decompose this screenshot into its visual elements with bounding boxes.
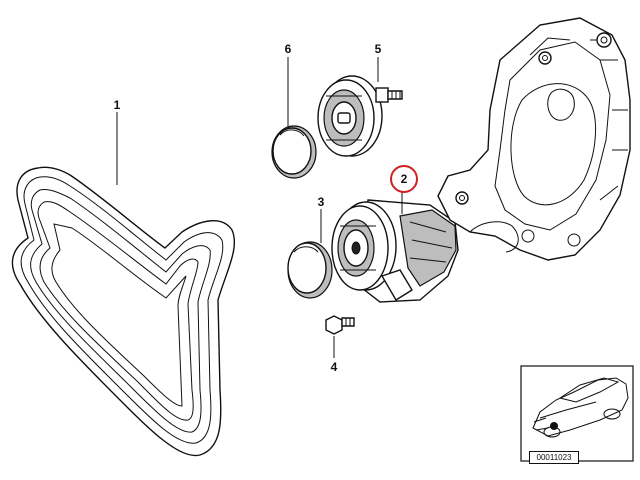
inset-code-label: 00011023 xyxy=(529,451,579,464)
leader-lines xyxy=(116,57,403,358)
highlight-ring xyxy=(390,165,418,193)
bolt-part xyxy=(325,315,355,335)
callout-label-1: 1 xyxy=(114,98,121,112)
belt-tensioner-part xyxy=(331,199,459,303)
callout-label-5: 5 xyxy=(375,42,382,56)
callout-label-2: 2 xyxy=(401,172,408,186)
drive-belt-part xyxy=(11,166,236,457)
engine-bracket-part xyxy=(437,17,631,261)
callout-1: 1 xyxy=(114,98,121,112)
idler-pulley-part xyxy=(317,75,403,157)
callout-2: 2 xyxy=(390,165,418,193)
tensioner-cap-part xyxy=(287,241,333,299)
callout-6: 6 xyxy=(285,42,292,56)
vehicle-location-inset xyxy=(520,365,634,462)
callout-label-6: 6 xyxy=(285,42,292,56)
callout-3: 3 xyxy=(318,195,325,209)
location-marker-icon xyxy=(550,422,558,430)
callout-5: 5 xyxy=(375,42,382,56)
pulley-cap-part xyxy=(271,125,317,179)
callout-4: 4 xyxy=(331,360,338,374)
callout-label-4: 4 xyxy=(331,360,338,374)
car-outline xyxy=(532,377,629,438)
callout-label-3: 3 xyxy=(318,195,325,209)
